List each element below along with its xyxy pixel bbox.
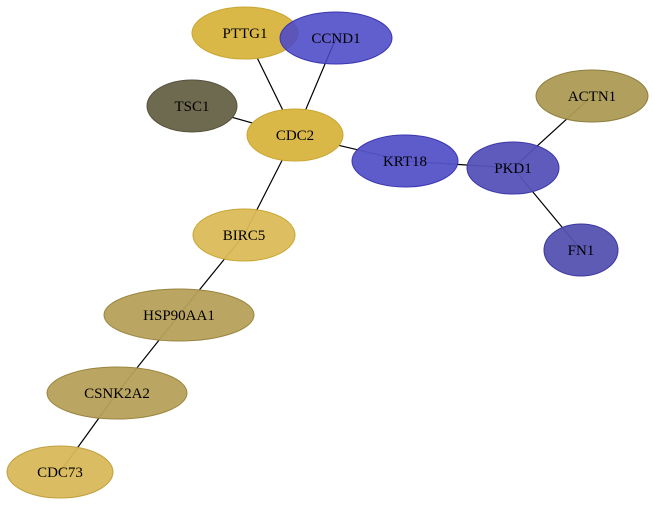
node-shape [46, 366, 188, 420]
node-label: FN1 [568, 243, 595, 259]
node-shape [6, 445, 114, 499]
node-shape [543, 223, 619, 277]
node-label: HSP90AA1 [143, 308, 215, 324]
node-tsc1[interactable]: TSC1 [146, 79, 238, 133]
node-cdc2[interactable]: CDC2 [246, 108, 344, 162]
node-label: PTTG1 [223, 26, 268, 42]
node-fn1[interactable]: FN1 [543, 223, 619, 277]
node-label: PKD1 [494, 161, 532, 177]
node-label: KRT18 [383, 154, 427, 170]
node-actn1[interactable]: ACTN1 [535, 69, 649, 123]
node-shape [103, 288, 255, 342]
node-label: CDC73 [37, 465, 83, 481]
node-label: CSNK2A2 [84, 386, 150, 402]
node-shape [351, 134, 459, 188]
node-label: CCND1 [311, 31, 360, 47]
node-pkd1[interactable]: PKD1 [466, 141, 560, 195]
node-shape [246, 108, 344, 162]
node-csnk2a2[interactable]: CSNK2A2 [46, 366, 188, 420]
node-shape [279, 11, 393, 65]
node-shape [146, 79, 238, 133]
node-label: CDC2 [276, 128, 314, 144]
node-shape [192, 208, 296, 262]
node-label: TSC1 [174, 99, 209, 115]
node-label: ACTN1 [568, 89, 616, 105]
node-cdc73[interactable]: CDC73 [6, 445, 114, 499]
node-krt18[interactable]: KRT18 [351, 134, 459, 188]
node-ccnd1[interactable]: CCND1 [279, 11, 393, 65]
node-shape [466, 141, 560, 195]
node-pttg1[interactable]: PTTG1 [191, 6, 299, 60]
node-shape [535, 69, 649, 123]
node-hsp90aa1[interactable]: HSP90AA1 [103, 288, 255, 342]
node-birc5[interactable]: BIRC5 [192, 208, 296, 262]
node-label: BIRC5 [223, 228, 266, 244]
